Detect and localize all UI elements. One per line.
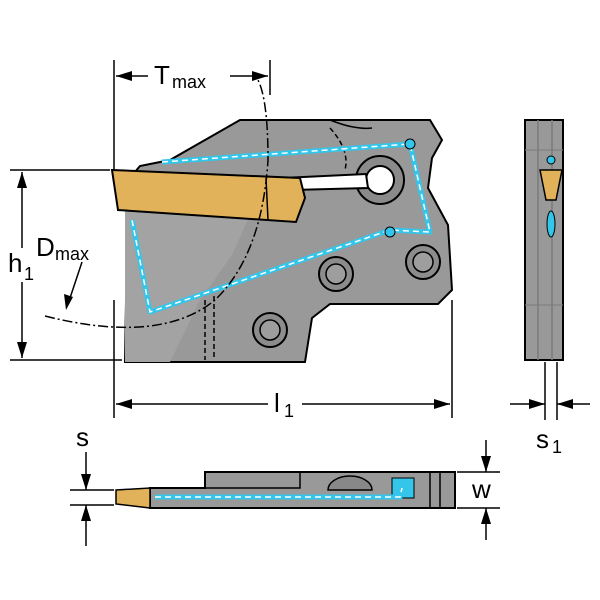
tmax-label-sub: max xyxy=(172,72,206,92)
end-view: s 1 xyxy=(510,119,590,457)
end-coolant-dot xyxy=(546,155,556,165)
s-arrow-top xyxy=(81,474,91,490)
dmax-arc xyxy=(44,79,269,329)
end-body xyxy=(524,119,564,361)
hidden-line-vertical xyxy=(204,296,215,360)
h1-label-sub: 1 xyxy=(24,264,34,284)
tmax-arrow-left xyxy=(116,71,132,81)
hidden-line-curve xyxy=(329,119,373,130)
l1-arrow-right xyxy=(434,399,450,409)
s-label: s xyxy=(76,422,89,452)
side-view: T max h 1 D max l 1 xyxy=(8,58,454,421)
top-clamp xyxy=(327,475,373,491)
w-arrow-bottom xyxy=(481,508,491,524)
clamp-hole xyxy=(365,165,395,195)
top-view: s w xyxy=(70,422,500,546)
coolant-port-2 xyxy=(384,226,396,238)
s1-arrow-left xyxy=(529,399,545,409)
l1-label: l xyxy=(274,388,280,418)
dmax-label: D xyxy=(36,232,55,262)
h1-arrow-bottom xyxy=(17,342,27,358)
top-body-step xyxy=(205,472,301,489)
screw-boss-2 xyxy=(405,244,441,280)
s1-label-sub: 1 xyxy=(552,437,562,457)
top-insert xyxy=(115,487,151,509)
end-coolant-slot xyxy=(546,210,556,238)
tmax-label: T xyxy=(154,60,170,90)
w-label: w xyxy=(471,474,491,504)
h1-arrow-top xyxy=(17,172,27,188)
insert-seat-edge xyxy=(265,177,269,221)
h1-label: h xyxy=(8,248,22,278)
s-arrow-bottom xyxy=(81,505,91,521)
coolant-port-1 xyxy=(404,138,416,150)
coolant-channel xyxy=(129,138,433,315)
w-arrow-top xyxy=(481,456,491,472)
s1-arrow-right xyxy=(557,399,573,409)
s1-label: s xyxy=(536,424,549,454)
l1-arrow-left xyxy=(116,399,132,409)
cutting-insert xyxy=(110,168,307,224)
dmax-arrow xyxy=(64,294,73,310)
body-shoulder xyxy=(125,210,250,362)
l1-label-sub: 1 xyxy=(284,401,294,421)
screw-boss-3 xyxy=(252,312,288,348)
tmax-arrow-right xyxy=(252,71,268,81)
end-insert xyxy=(539,169,563,201)
screw-boss-1 xyxy=(318,256,354,292)
top-coolant-block xyxy=(391,477,415,499)
dmax-label-sub: max xyxy=(55,244,89,264)
